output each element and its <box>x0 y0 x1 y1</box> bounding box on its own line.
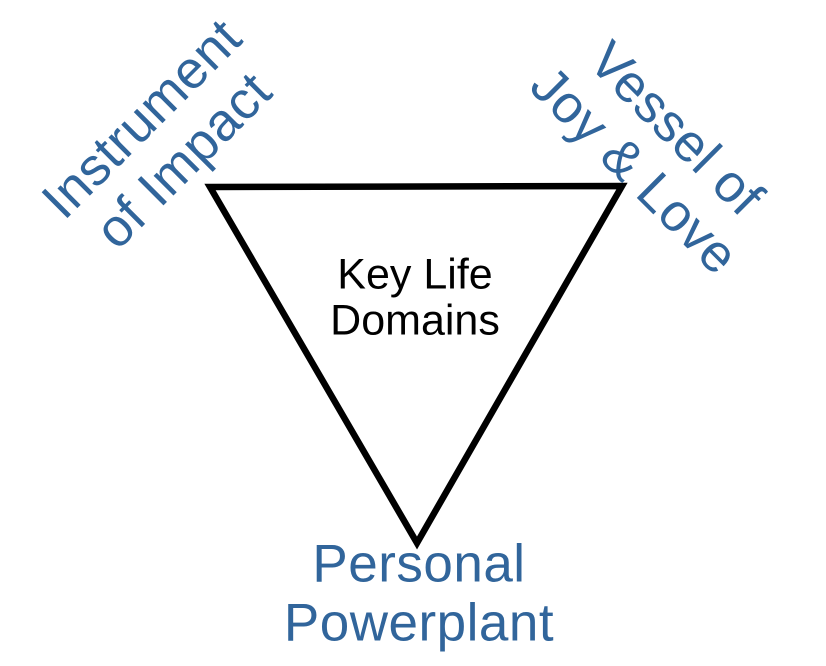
center-title-line1: Key Life <box>337 250 493 299</box>
triangle-polygon <box>204 182 628 550</box>
label-personal-powerplant-line2: Powerplant <box>283 594 555 653</box>
label-personal-powerplant: Personal Powerplant <box>284 535 554 654</box>
center-title-line2: Domains <box>330 296 500 344</box>
label-personal-powerplant-line1: Personal <box>312 534 526 594</box>
center-title: Key Life Domains <box>330 252 500 343</box>
